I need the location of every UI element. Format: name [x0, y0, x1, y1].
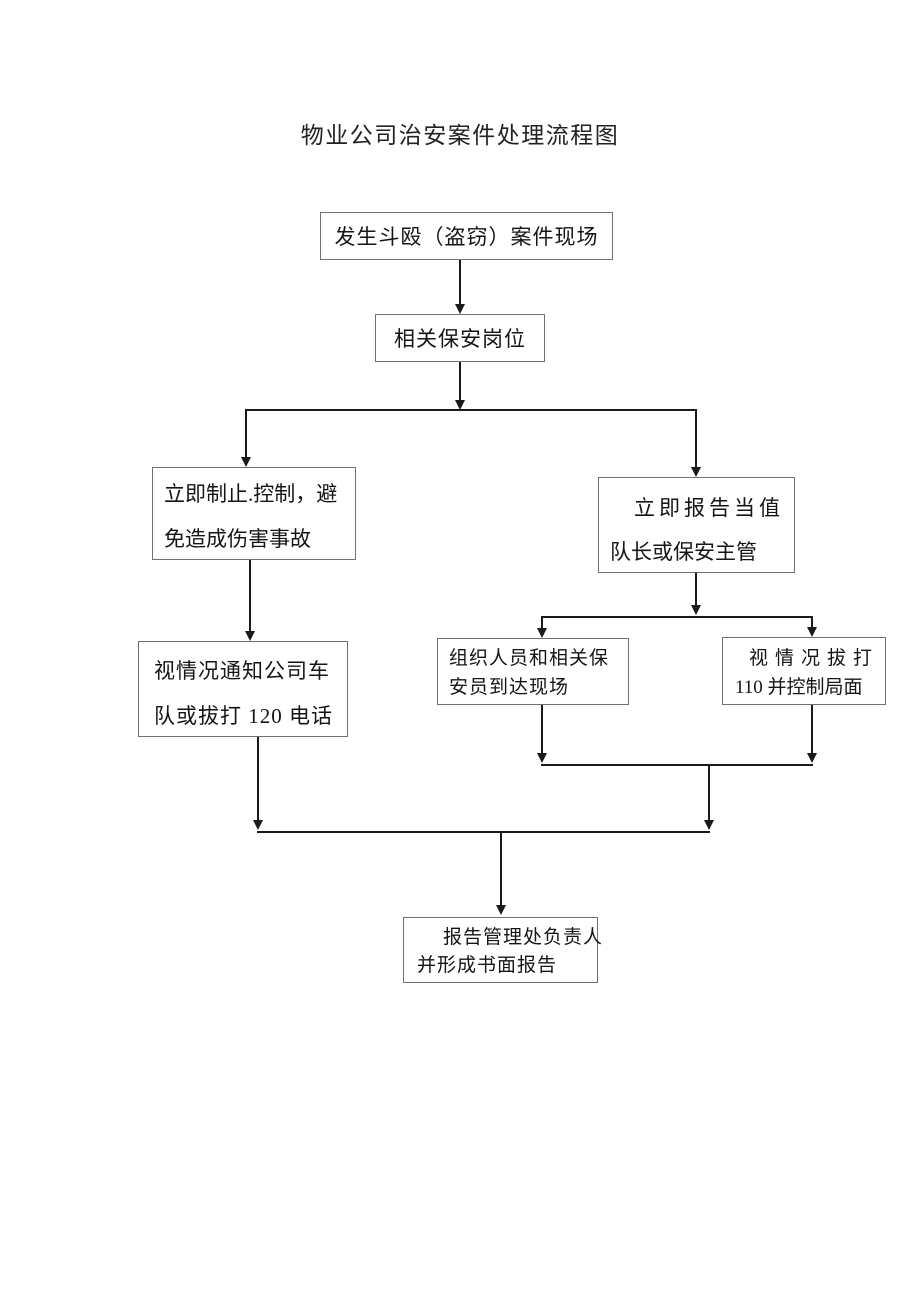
flow-node-label-line1: 视情况通知公司车 — [154, 659, 330, 683]
flow-node-label-line1: 报告管理处负责人 — [443, 927, 604, 948]
arrowhead-into-final-report — [496, 905, 506, 915]
connector-captain-to-split2 — [695, 573, 697, 607]
arrowhead-at-merge-left — [537, 753, 547, 763]
flow-node-label-line2: 免造成伤害事故 — [164, 527, 311, 551]
connector-split2-to-call-110 — [811, 616, 813, 629]
arrowhead-at-split-bar — [455, 400, 465, 410]
arrowhead-at-merge-right — [807, 753, 817, 763]
arrowhead-into-call-110 — [807, 627, 817, 637]
merge-bar-bottom — [257, 831, 710, 833]
arrowhead-at-bottom-bar-left — [253, 820, 263, 830]
connector-bottom-bar-to-final — [500, 831, 502, 907]
flow-node-label-line1: 立即制止.控制，避 — [164, 482, 338, 506]
connector-incident-to-post — [459, 260, 461, 306]
flow-node-label-line2: 队长或保安主管 — [610, 540, 757, 564]
connector-stop-control-to-call-120 — [249, 560, 251, 633]
arrowhead-into-stop-control — [241, 457, 251, 467]
flow-node-label-line1: 视情况拔打 — [749, 648, 880, 669]
flow-node-label: 相关保安岗位 — [394, 327, 526, 351]
flow-node-organize-personnel: 组织人员和相关保 安员到达现场 — [437, 638, 629, 705]
arrowhead-at-split2-bar — [691, 605, 701, 615]
flow-node-security-post: 相关保安岗位 — [375, 314, 545, 362]
flow-node-label: 发生斗殴（盗窃）案件现场 — [334, 225, 599, 249]
flow-node-label-line1: 组织人员和相关保 — [449, 648, 610, 669]
flow-node-report-captain: 立即报告当值 队长或保安主管 — [598, 477, 795, 573]
flow-node-call-120: 视情况通知公司车 队或拔打 120 电话 — [138, 641, 348, 737]
connector-call-110-to-merge — [811, 705, 813, 755]
split-bar-top — [245, 409, 697, 411]
connector-organize-to-merge — [541, 705, 543, 755]
arrowhead-into-call-120 — [245, 631, 255, 641]
merge-bar-right — [541, 764, 813, 766]
connector-split2-to-organize — [541, 616, 543, 630]
flow-node-label-line2: 安员到达现场 — [449, 677, 570, 698]
connector-post-to-split — [459, 362, 461, 402]
flow-node-label-line2: 并形成书面报告 — [417, 955, 558, 976]
arrowhead-into-security-post — [455, 304, 465, 314]
flow-node-stop-control: 立即制止.控制，避 免造成伤害事故 — [152, 467, 356, 560]
connector-split-to-stop-control — [245, 409, 247, 459]
flow-node-label-line1: 立即报告当值 — [634, 496, 784, 520]
flow-node-call-110: 视情况拔打 110 并控制局面 — [722, 637, 886, 705]
flow-node-label-line2: 队或拔打 120 电话 — [154, 704, 333, 728]
split-bar-second — [541, 616, 813, 618]
flow-node-incident-scene: 发生斗殴（盗窃）案件现场 — [320, 212, 613, 260]
connector-merge-to-bottom-bar — [708, 764, 710, 822]
arrowhead-at-bottom-bar-right — [704, 820, 714, 830]
flow-node-label-line2: 110 并控制局面 — [735, 677, 863, 698]
page-title: 物业公司治安案件处理流程图 — [300, 123, 620, 148]
connector-call-120-to-bottom-bar — [257, 737, 259, 822]
connector-split-to-report-captain — [695, 409, 697, 469]
arrowhead-into-organize — [537, 628, 547, 638]
arrowhead-into-report-captain — [691, 467, 701, 477]
flow-node-final-report: 报告管理处负责人 并形成书面报告 — [403, 917, 604, 983]
